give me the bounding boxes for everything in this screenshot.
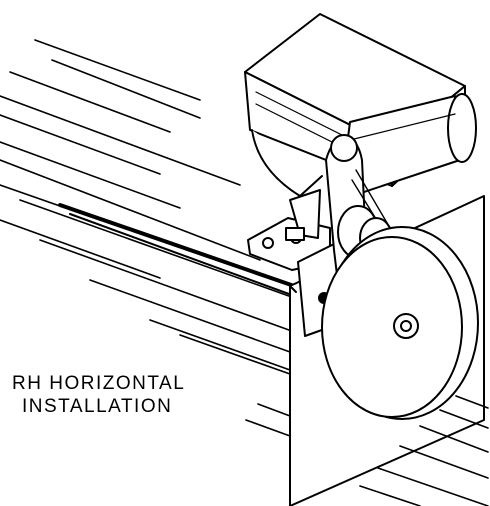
caption-line-1: RH HORIZONTAL	[12, 373, 186, 394]
track-speed-lines	[0, 39, 301, 437]
door-hatching	[359, 395, 489, 506]
drive-wheel	[321, 226, 479, 420]
caption-line-2: INSTALLATION	[22, 396, 173, 417]
track-rail	[58, 203, 302, 299]
